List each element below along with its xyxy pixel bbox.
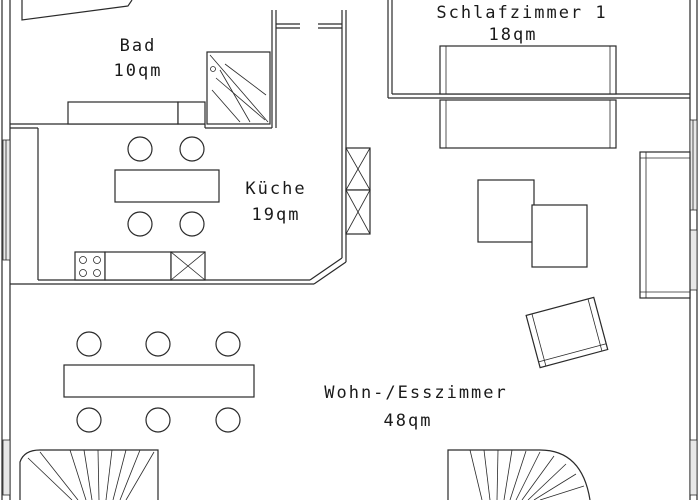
room-area-bad: 10qm — [114, 61, 163, 81]
room-name-kueche: Küche — [245, 179, 306, 199]
room-label-wohnen: Wohn-/Esszimmer 48qm — [324, 383, 508, 431]
room-name-wohnen: Wohn-/Esszimmer — [324, 383, 508, 403]
shower — [206, 51, 271, 125]
living-furniture — [477, 151, 691, 369]
room-label-bad: Bad 10qm — [114, 36, 163, 81]
room-label-schlafzimmer: Schlafzimmer 1 18qm — [436, 3, 607, 45]
kitchen-table — [114, 136, 220, 237]
kitchen-walls — [10, 28, 371, 285]
room-name-bad: Bad — [120, 36, 157, 56]
room-label-kueche: Küche 19qm — [245, 179, 306, 225]
bathroom-walls — [10, 0, 277, 129]
room-area-kueche: 19qm — [252, 205, 301, 225]
bedroom — [387, 0, 690, 149]
stairs-right — [447, 449, 591, 500]
windows — [2, 119, 698, 496]
room-area-wohnen: 48qm — [384, 411, 433, 431]
room-name-schlafzimmer: Schlafzimmer 1 — [436, 3, 607, 23]
hallway-marks — [276, 10, 347, 29]
stairs-left — [19, 449, 159, 500]
room-area-schlafzimmer: 18qm — [489, 25, 538, 45]
dining-table — [63, 331, 255, 433]
